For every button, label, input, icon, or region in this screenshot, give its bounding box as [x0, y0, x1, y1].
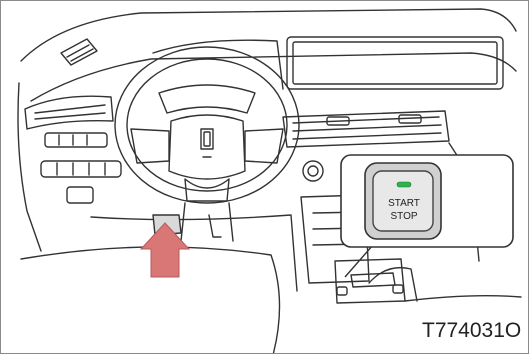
stop-label: STOP [390, 211, 417, 222]
steering-wheel-logo-icon [201, 129, 213, 157]
left-air-vent-icon [61, 39, 97, 65]
figure-reference-code: T774031O [422, 320, 521, 341]
center-display-screen [287, 37, 503, 89]
lower-dash-outline [91, 215, 297, 291]
start-stop-indicator-light [397, 182, 411, 187]
center-air-vents [283, 111, 449, 147]
passenger-seat [405, 296, 521, 301]
steering-wheel [115, 47, 299, 203]
start-label: START [388, 198, 420, 209]
start-stop-callout: START STOP [341, 155, 513, 277]
driver-seat [21, 247, 280, 354]
left-dash-vent-icon [25, 96, 113, 129]
steering-column [181, 203, 233, 241]
left-door-outline [18, 83, 41, 251]
dashboard-upper-curve [31, 53, 516, 101]
left-switch-panel [41, 133, 121, 203]
